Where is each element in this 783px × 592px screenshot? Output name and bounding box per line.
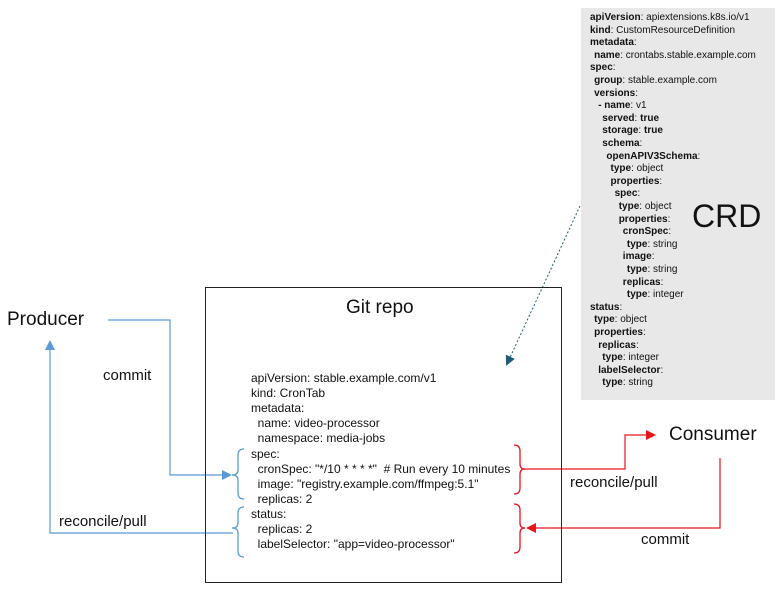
crd-yaml-line: apiVersion: apiextensions.k8s.io/v1 — [590, 12, 750, 23]
crd-yaml-line: cronSpec: — [622, 226, 672, 238]
git-yaml-line: cronSpec: "*/10 * * * *" # Run every 10 … — [251, 461, 511, 476]
crd-yaml-line: replicas: — [622, 276, 664, 288]
spec-brace-blue — [231, 448, 245, 500]
crd-yaml-line: group: stable.example.com — [594, 75, 717, 86]
consumer-reconcile-edge — [525, 430, 656, 470]
git-yaml-line: labelSelector: "app=video-processor" — [251, 537, 455, 552]
crd-yaml-line: versions: — [594, 87, 639, 99]
crd-yaml-line: spec: — [590, 62, 616, 74]
crd-panel — [581, 8, 775, 400]
crd-yaml-line: served: true — [602, 112, 660, 124]
crd-yaml-line: type: string — [602, 377, 653, 389]
consumer-commit-label: commit — [641, 531, 690, 548]
crd-yaml-line: openAPIV3Schema: — [606, 150, 701, 162]
git-repo-title: Git repo — [346, 297, 414, 318]
crd-link-edge — [505, 205, 581, 366]
consumer-reconcile-label: reconcile/pull — [570, 474, 658, 491]
crd-yaml-line: schema: — [602, 138, 643, 149]
git-yaml-line: status: — [251, 506, 287, 521]
status-brace-blue — [231, 506, 245, 558]
git-repo-box — [205, 287, 562, 583]
crd-yaml-line: type: integer — [602, 352, 659, 364]
producer-commit-label: commit — [103, 367, 152, 384]
crd-yaml-line: type: integer — [626, 289, 684, 301]
git-yaml-line: kind: CronTab — [251, 386, 326, 401]
consumer-label: Consumer — [669, 424, 757, 445]
crd-yaml-line: kind: CustomResourceDefinition — [590, 24, 736, 36]
git-yaml-line: image: "registry.example.com/ffmpeg:5.1" — [251, 476, 479, 491]
crd-yaml-line: type: object — [618, 201, 672, 212]
crd-yaml-line: metadata: — [590, 37, 637, 49]
git-yaml-line: spec: — [251, 446, 280, 461]
status-brace-red — [513, 503, 526, 554]
producer-label: Producer — [7, 309, 85, 330]
crd-yaml-line: replicas: — [598, 339, 639, 351]
git-yaml-line: replicas: 2 — [251, 491, 313, 506]
crd-yaml-line: type: object — [594, 314, 647, 326]
crd-yaml-line: properties: — [618, 213, 671, 225]
crd-yaml-line: status: — [590, 301, 623, 313]
git-yaml-line: metadata: — [251, 401, 305, 416]
crd-yaml-line: type: object — [610, 163, 664, 175]
crd-yaml-line: image: — [622, 251, 655, 263]
crd-yaml-line: properties: — [610, 175, 663, 187]
crd-yaml-line: - name: v1 — [598, 100, 647, 112]
git-yaml-line: apiVersion: stable.example.com/v1 — [251, 371, 437, 385]
crd-yaml-line: type: string — [626, 264, 678, 275]
crd-yaml-line: spec: — [614, 188, 641, 200]
crd-yaml-line: labelSelector: — [598, 364, 664, 376]
producer-reconcile-edge — [45, 340, 233, 534]
crd-yaml-line: name: crontabs.stable.example.com — [594, 49, 756, 61]
git-yaml-line: name: video-processor — [251, 416, 380, 431]
crd-yaml-line: type: string — [626, 238, 678, 250]
crd-label: CRD — [692, 198, 762, 234]
producer-reconcile-label: reconcile/pull — [59, 513, 147, 530]
git-yaml-line: replicas: 2 — [251, 522, 313, 536]
git-yaml-line: namespace: media-jobs — [251, 431, 386, 446]
crd-yaml-line: properties: — [594, 327, 646, 338]
producer-commit-edge — [108, 319, 232, 480]
crd-yaml-line: storage: true — [602, 125, 663, 137]
consumer-commit-edge — [526, 458, 721, 533]
